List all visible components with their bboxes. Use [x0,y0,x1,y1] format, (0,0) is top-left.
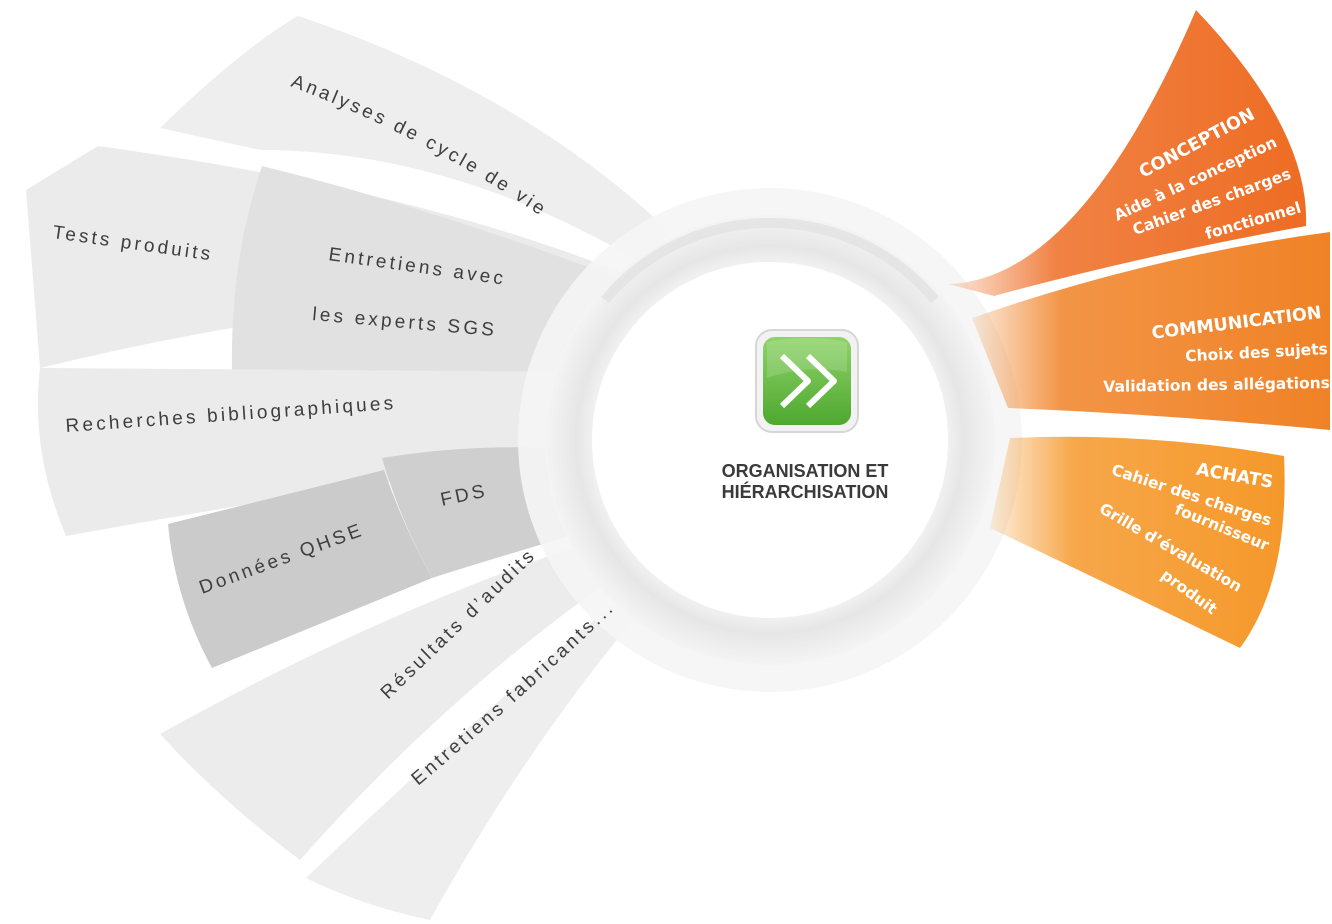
output-sectors [948,10,1330,648]
sector-conception [948,10,1307,296]
sector-entretiens-experts [231,166,628,372]
center-title-line2: HIÉRARCHISATION [722,481,889,502]
sector-communication [972,232,1330,430]
sector-recherches [37,368,610,536]
sector-fabricants [306,582,650,920]
communication-line-2: Validation des allégations [1103,374,1330,396]
sector-qhse [168,470,432,668]
sector-audits [160,530,640,860]
sector-achats [990,436,1285,648]
sector-analyses [160,16,670,262]
fast-forward-icon [755,329,859,433]
center-title-line1: ORGANISATION ET [722,461,889,481]
